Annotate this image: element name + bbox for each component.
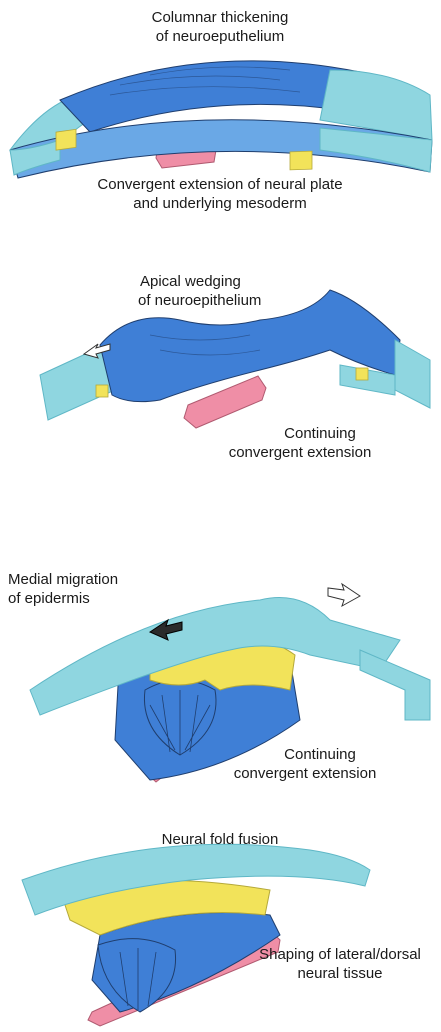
stage-4-top-label: Neural fold fusion (100, 830, 340, 849)
stage-4-figure (22, 844, 370, 1026)
stage-2-top-label-line-2: of neuroepithelium (138, 291, 338, 310)
stage-1-neural-crest-left (56, 129, 76, 150)
stage-3-right-arrow-icon (328, 584, 360, 606)
stage-4-bottom-label-line-1: Shaping of lateral/dorsal (240, 945, 440, 964)
stage-2-epidermis-right (395, 340, 430, 408)
stage-3-bottom-label-line-2: convergent extension (205, 764, 405, 783)
stage-1-bottom-label-line-1: Convergent extension of neural plate (30, 175, 410, 194)
stage-2-top-label-line-1: Apical wedging (140, 272, 340, 291)
stage-1-top-label-line-1: Columnar thickening (120, 8, 320, 27)
stage-2-figure (40, 290, 430, 428)
stage-1-neural-crest-right (290, 151, 312, 170)
stage-2-neural-crest-right (356, 368, 368, 380)
stage-2-bottom-label-line-2: convergent extension (200, 443, 400, 462)
stage-4-bottom-label-line-2: neural tissue (240, 964, 440, 983)
stage-1-figure (10, 61, 432, 178)
stage-1-bottom-label-line-2: and underlying mesoderm (30, 194, 410, 213)
stage-1-top-label-line-2: of neuroeputhelium (120, 27, 320, 46)
stage-2-neural-crest-left (96, 385, 108, 397)
stage-4-neural-groove (98, 939, 176, 1012)
stage-3-bottom-label-line-1: Continuing (220, 745, 420, 764)
stage-3-top-label-line-2: of epidermis (8, 589, 208, 608)
stage-2-bottom-label-line-1: Continuing (220, 424, 420, 443)
stage-3-top-label-line-1: Medial migration (8, 570, 208, 589)
